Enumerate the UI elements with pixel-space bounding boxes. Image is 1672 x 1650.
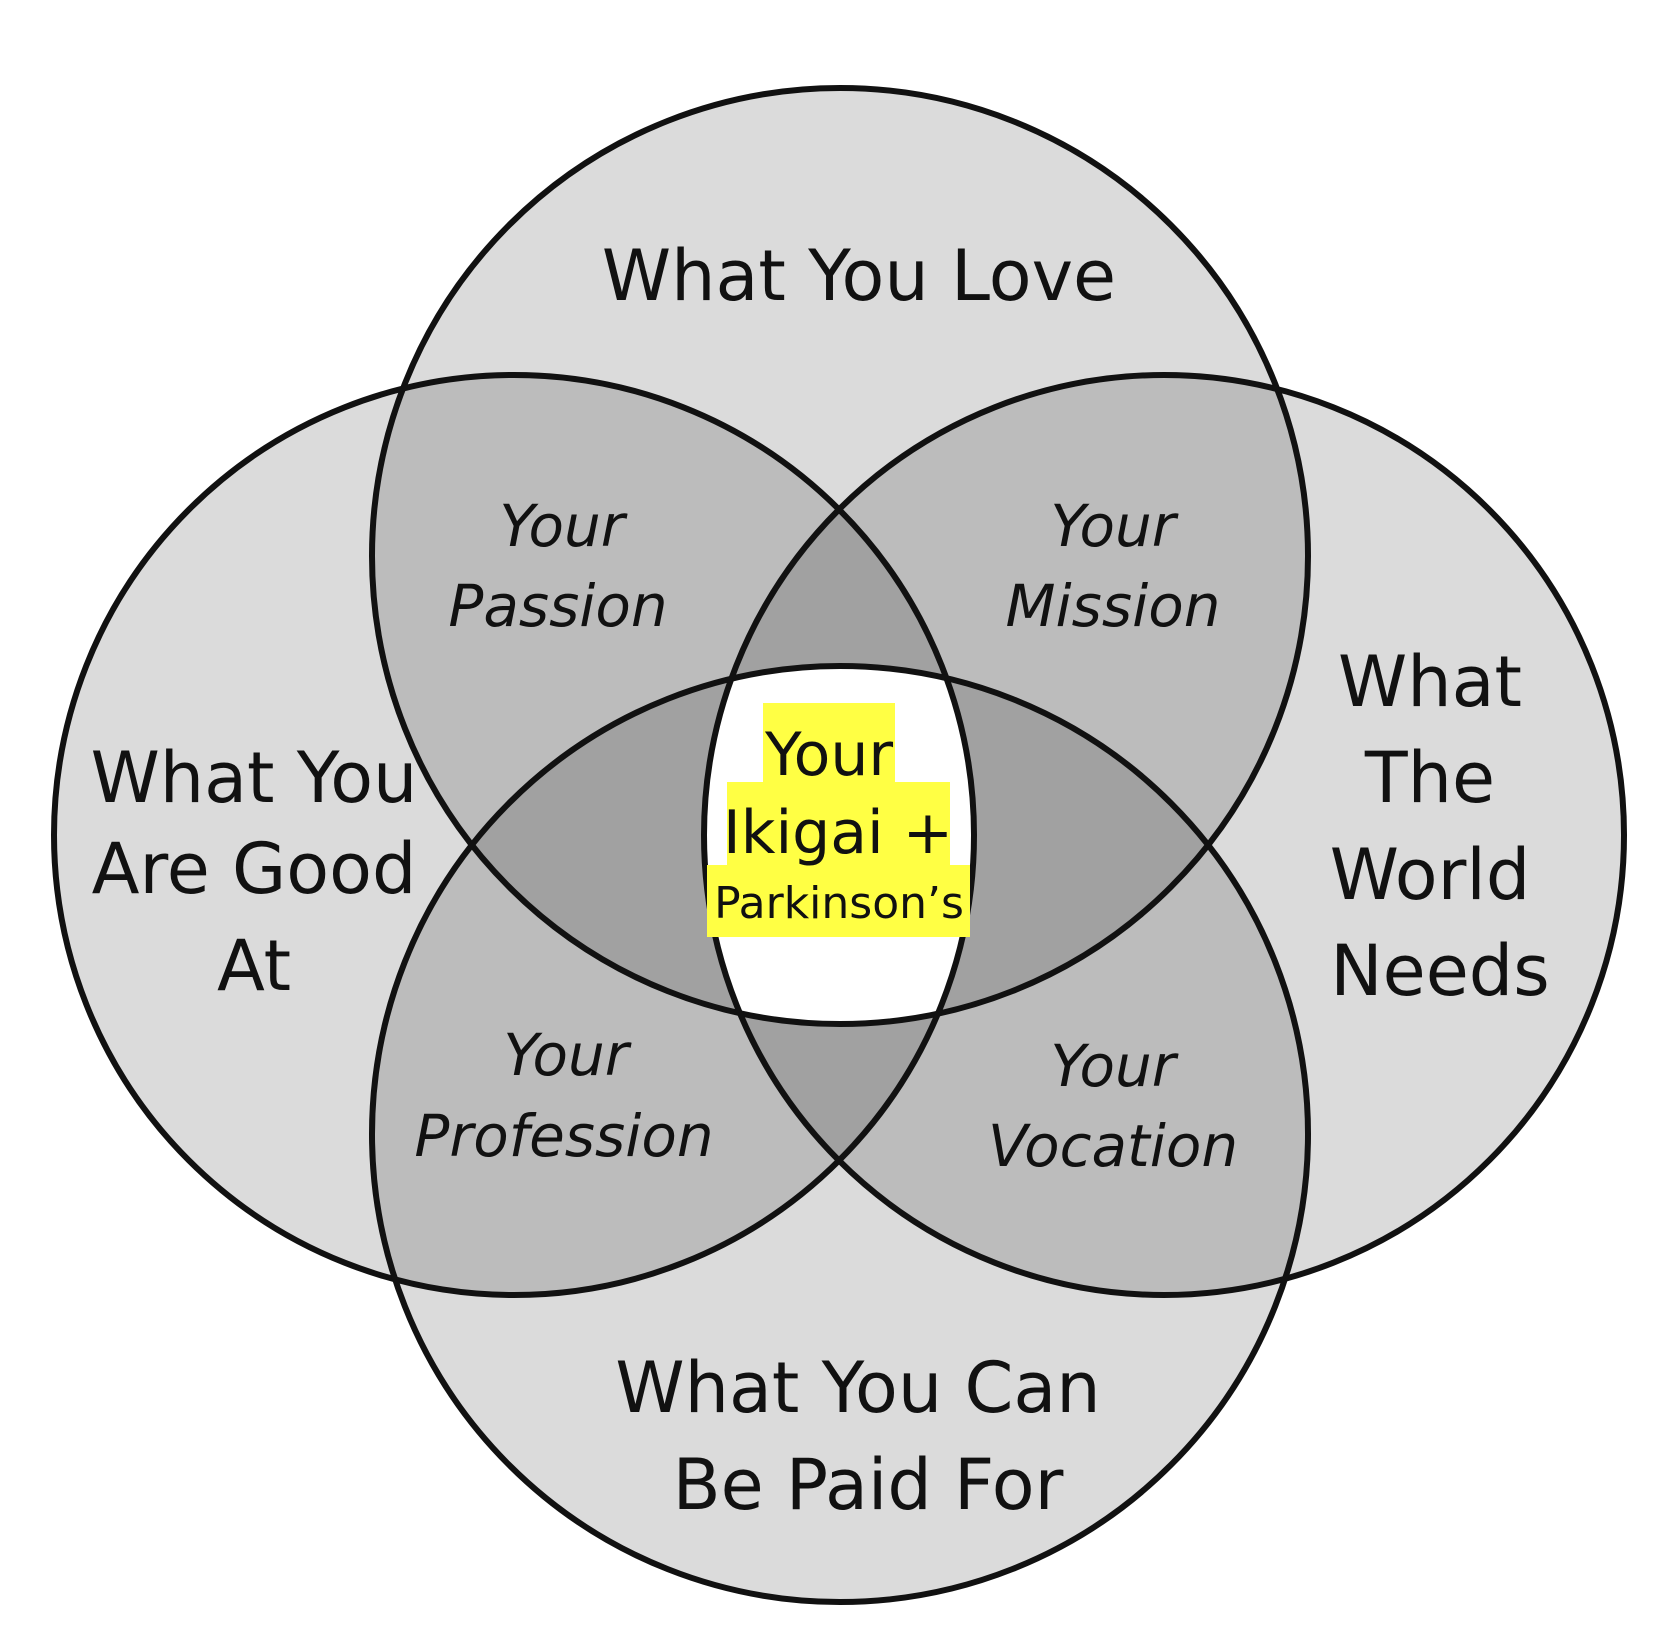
label-paid-for-1: What You Can — [615, 1347, 1100, 1429]
circle-what-you-are-good-at — [54, 375, 974, 1295]
center-highlight — [707, 703, 970, 937]
label-good-at-1: What You — [91, 737, 418, 819]
label-mission-1: Your — [1050, 492, 1178, 560]
label-vocation-1: Your — [1050, 1032, 1178, 1100]
label-profession-1: Your — [503, 1021, 631, 1089]
label-center-your: Your — [764, 720, 893, 790]
label-world-needs-4: Needs — [1330, 930, 1549, 1012]
label-what-you-love: What You Love — [602, 235, 1116, 317]
label-good-at-2: Are Good — [92, 828, 417, 910]
label-vocation-2: Vocation — [988, 1112, 1238, 1180]
label-passion-1: Your — [499, 492, 627, 560]
label-passion-2: Passion — [448, 572, 667, 640]
label-paid-for-2: Be Paid For — [673, 1444, 1064, 1526]
label-mission-2: Mission — [1006, 572, 1221, 640]
label-world-needs-1: What — [1338, 641, 1522, 723]
circle-what-you-can-be-paid-for — [372, 666, 1308, 1602]
circle-what-you-love — [372, 88, 1308, 1024]
label-good-at-3: At — [217, 925, 291, 1007]
label-world-needs-3: World — [1330, 834, 1531, 916]
label-center-ikigai: Ikigai + — [723, 798, 953, 868]
label-profession-2: Profession — [414, 1102, 713, 1170]
circle-what-the-world-needs — [704, 375, 1624, 1295]
label-center-parkinsons: Parkinson’s — [714, 878, 964, 929]
label-world-needs-2: The — [1364, 737, 1495, 819]
